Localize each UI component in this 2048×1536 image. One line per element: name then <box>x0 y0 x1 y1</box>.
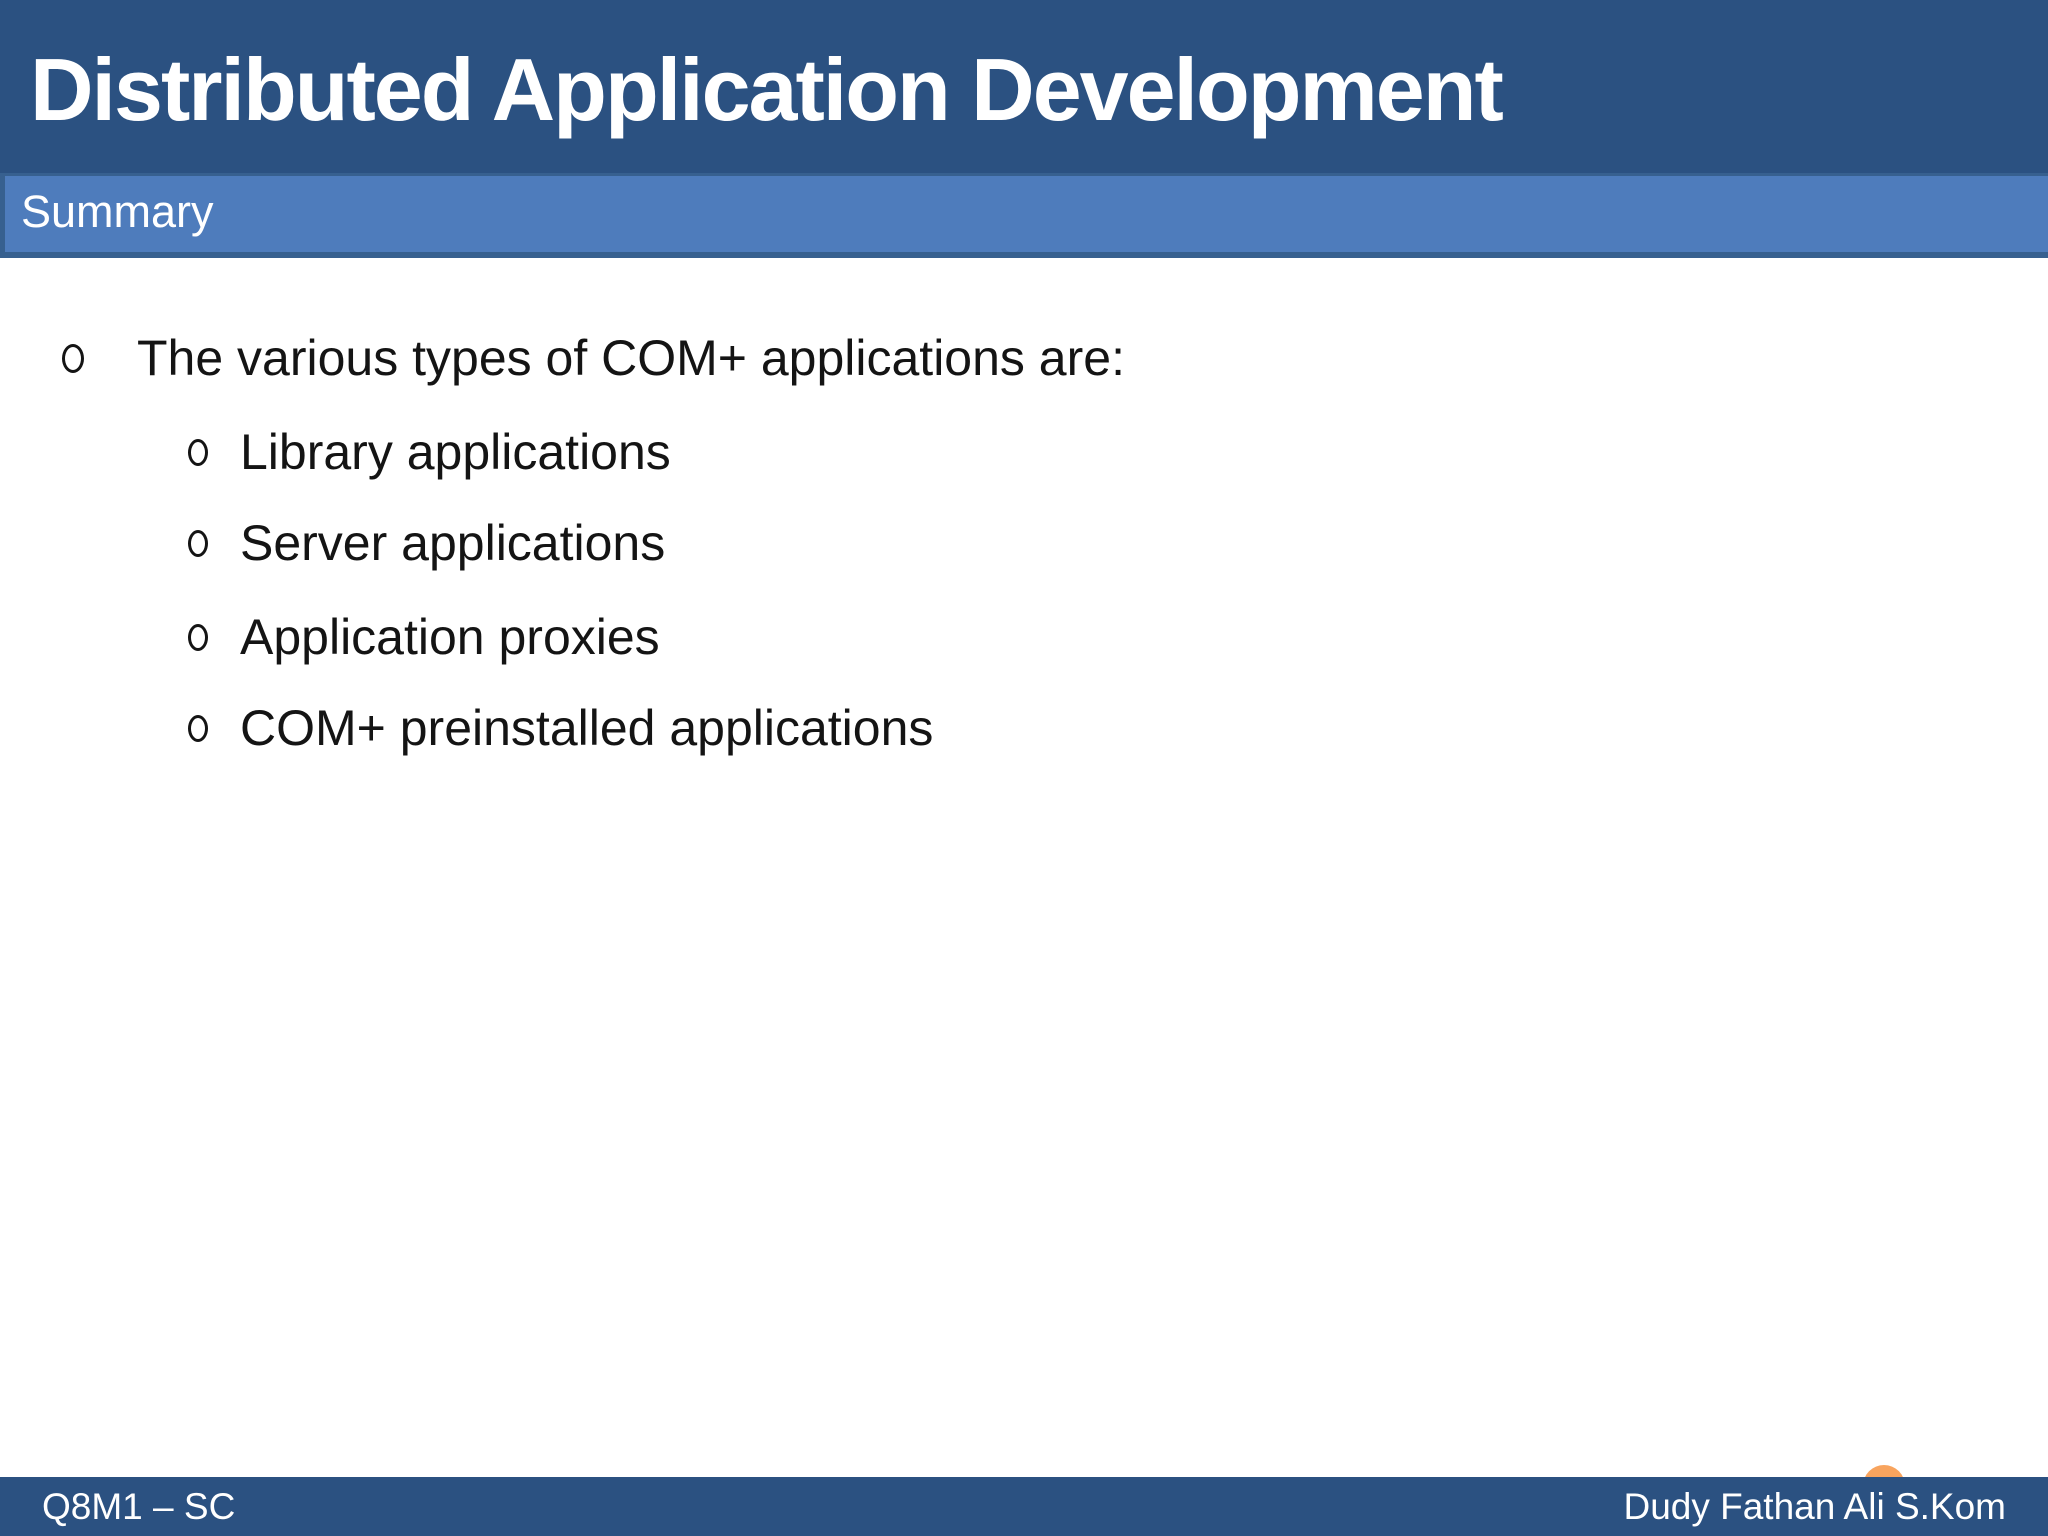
bullet-text: Library applications <box>240 424 671 480</box>
bullet-text: Server applications <box>240 515 666 571</box>
circle-bullet-icon <box>62 343 84 373</box>
slide-title: Distributed Application Development <box>30 39 1504 139</box>
bullet-item-sub: Application proxies <box>188 605 660 669</box>
footer-right-text: Dudy Fathan Ali S.Kom <box>1623 1485 2006 1527</box>
bullet-item-main: The various types of COM+ applications a… <box>62 326 1125 390</box>
bullet-item-sub: Server applications <box>188 511 665 575</box>
footer-left-text: Q8M1 – SC <box>42 1485 236 1527</box>
slide-content: The various types of COM+ applications a… <box>0 258 2048 1536</box>
circle-bullet-icon <box>188 714 208 742</box>
section-label: Summary <box>21 186 214 237</box>
bullet-text: COM+ preinstalled applications <box>240 700 934 756</box>
title-bar: Distributed Application Development <box>0 0 2048 173</box>
bullet-item-sub: Library applications <box>188 420 671 484</box>
bullet-item-sub: COM+ preinstalled applications <box>188 696 933 760</box>
circle-bullet-icon <box>188 529 208 557</box>
circle-bullet-icon <box>188 623 208 651</box>
section-bar: Summary <box>0 173 2048 258</box>
bullet-text: The various types of COM+ applications a… <box>137 330 1125 386</box>
circle-bullet-icon <box>188 438 208 466</box>
bullet-text: Application proxies <box>240 609 660 665</box>
footer-bar: Q8M1 – SC Dudy Fathan Ali S.Kom <box>0 1477 2048 1536</box>
